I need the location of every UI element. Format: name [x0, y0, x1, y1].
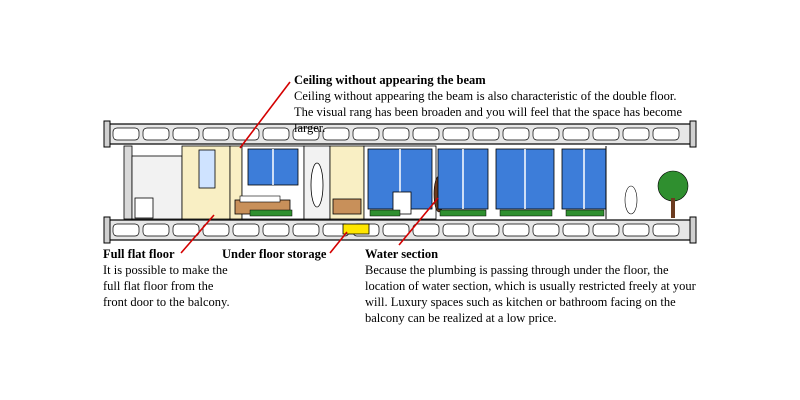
kitchen-counter	[392, 191, 412, 215]
annotation-floor: Full flat floor It is possible to make t…	[103, 246, 233, 310]
slab-void	[112, 223, 140, 237]
slab-void	[172, 223, 200, 237]
leader-ceiling	[239, 81, 291, 149]
balcony-plants	[624, 170, 689, 218]
planter-box	[369, 209, 401, 217]
annotation-floor-text: It is possible to make the full flat flo…	[103, 263, 230, 309]
floor-slab	[103, 216, 697, 244]
interior	[123, 145, 689, 220]
annotation-floor-title: Full flat floor	[103, 247, 175, 261]
leader-storage	[329, 231, 348, 254]
leader-water	[398, 197, 439, 246]
slab-void	[232, 127, 260, 141]
slab-void	[652, 127, 680, 141]
slab-void	[202, 223, 230, 237]
person-relaxing	[624, 185, 638, 215]
planter-box	[499, 209, 553, 217]
tree	[657, 170, 689, 202]
floor-slab-left-end	[103, 216, 111, 244]
person-standing	[310, 162, 324, 208]
slab-void	[172, 127, 200, 141]
slab-void	[472, 223, 500, 237]
annotation-storage: Under floor storage	[222, 246, 342, 262]
annotation-ceiling-title: Ceiling without appearing the beam	[294, 73, 486, 87]
slab-void	[322, 127, 350, 141]
slab-void	[142, 223, 170, 237]
slab-void	[262, 223, 290, 237]
slab-void	[532, 127, 560, 141]
slab-void	[412, 127, 440, 141]
small-window	[198, 149, 216, 189]
slab-void	[562, 223, 590, 237]
slab-void	[202, 127, 230, 141]
slab-void	[472, 127, 500, 141]
annotation-water-text: Because the plumbing is passing through …	[365, 263, 696, 325]
entrance-cabinet	[134, 197, 154, 219]
ceiling-slab-right-end	[689, 120, 697, 148]
slab-void	[562, 127, 590, 141]
planter-box	[565, 209, 605, 217]
slab-void	[442, 127, 470, 141]
ceiling-voids	[112, 127, 680, 141]
bed-cover	[239, 195, 281, 203]
floor-slab-right-end	[689, 216, 697, 244]
planter-box	[249, 209, 293, 217]
tree-trunk	[671, 198, 675, 218]
slab-void	[112, 127, 140, 141]
annotation-ceiling: Ceiling without appearing the beam Ceili…	[294, 72, 694, 136]
annotation-water: Water section Because the plumbing is pa…	[365, 246, 710, 326]
annotation-ceiling-text: Ceiling without appearing the beam is al…	[294, 89, 683, 135]
slab-void	[532, 223, 560, 237]
front-door-wall	[123, 145, 133, 220]
slab-void	[622, 223, 650, 237]
slab-void	[142, 127, 170, 141]
slab-void	[592, 223, 620, 237]
slab-void	[592, 127, 620, 141]
annotation-storage-title: Under floor storage	[222, 247, 327, 261]
leader-floor	[180, 214, 215, 254]
slab-void	[292, 223, 320, 237]
desk	[332, 198, 362, 215]
annotation-water-title: Water section	[365, 247, 439, 261]
slab-void	[292, 127, 320, 141]
slab-void	[412, 223, 440, 237]
slab-void	[502, 127, 530, 141]
slab-void	[232, 223, 260, 237]
slab-void	[382, 223, 410, 237]
planters	[249, 209, 605, 217]
slab-void	[352, 127, 380, 141]
slab-void	[502, 223, 530, 237]
ceiling-slab-left-end	[103, 120, 111, 148]
planter-box	[439, 209, 487, 217]
slab-void	[442, 223, 470, 237]
slab-void	[652, 223, 680, 237]
slab-void	[382, 127, 410, 141]
slab-void	[622, 127, 650, 141]
leader-lines	[180, 81, 439, 254]
slab-void	[262, 127, 290, 141]
under-floor-storage	[342, 223, 370, 235]
